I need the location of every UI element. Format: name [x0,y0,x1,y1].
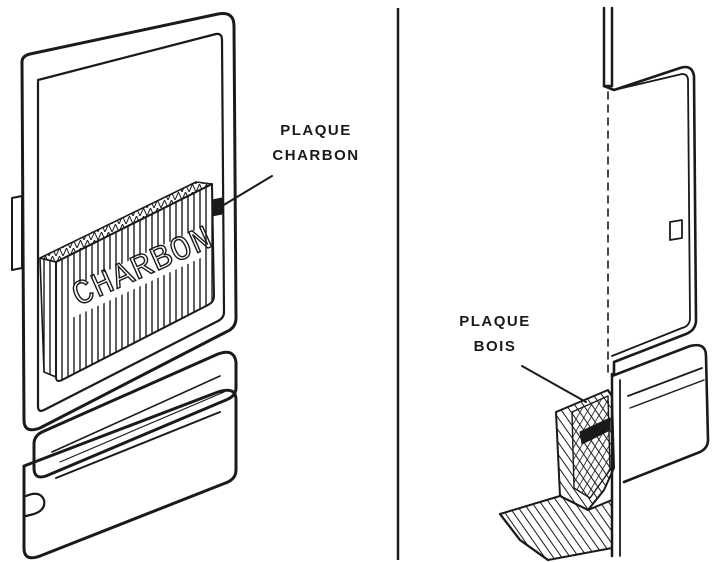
top-wall [602,6,614,88]
label-plaque-bois: PLAQUE BOIS [440,309,550,359]
base-tray [499,495,613,561]
charcoal-plate-side [39,257,57,378]
label-plaque-bois-line1: PLAQUE [459,313,531,330]
filter-frame-inner [36,32,226,412]
panel-latch [24,492,46,518]
frame-side-tab [11,195,23,271]
plate-clip [211,197,223,217]
lower-housing [610,343,710,484]
wood-plate-leader [521,365,587,403]
right-illustration [498,6,710,562]
label-plaque-bois-line2: BOIS [473,338,517,355]
frame-profile [602,65,698,376]
lower-panel-bottom [22,388,238,560]
label-plaque-charbon-line1: PLAQUE [280,122,352,139]
frame-side-clip [669,219,683,241]
label-plaque-charbon: PLAQUE CHARBON [256,118,376,168]
lower-panel-top [32,350,238,479]
label-plaque-charbon-line2: CHARBON [272,147,360,164]
filter-frame-outer [20,12,238,432]
left-illustration [11,12,238,560]
charcoal-plate-leader [221,175,273,207]
